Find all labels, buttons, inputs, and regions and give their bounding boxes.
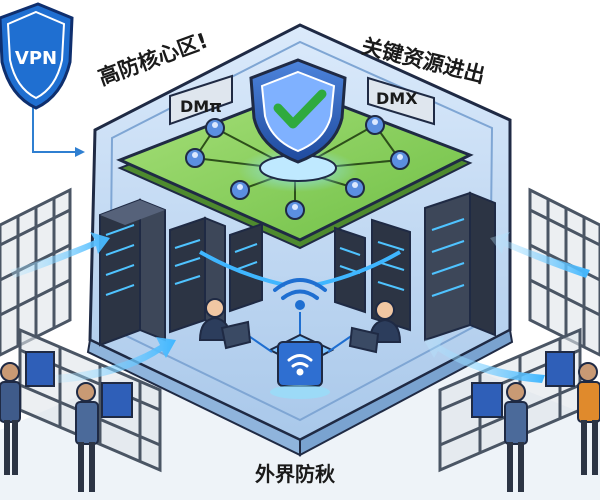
vpn-label: VPN <box>15 48 57 69</box>
external-user-right <box>545 351 600 475</box>
user-icon <box>185 148 205 168</box>
check-icon <box>273 89 327 129</box>
laptop-icon <box>220 320 252 350</box>
user-icon <box>205 118 225 138</box>
dmz-left-label: DMπ <box>180 97 222 116</box>
laptop-icon <box>25 351 55 387</box>
laptop-icon <box>348 326 380 354</box>
user-icon <box>365 115 385 135</box>
laptop-icon <box>545 351 575 387</box>
server-rack-icon <box>334 226 366 314</box>
data-flow-arrows <box>10 232 590 383</box>
dmz-left-box <box>169 74 233 126</box>
external-user-center-left <box>75 382 133 492</box>
wifi-router-tile <box>267 333 335 399</box>
fence-icon <box>0 187 72 357</box>
operator-right <box>348 300 402 354</box>
fence-icon <box>528 187 600 357</box>
operator-left <box>198 298 252 350</box>
security-shield-icon <box>249 58 347 164</box>
server-rack-icon <box>424 191 496 342</box>
external-user-center-right <box>471 382 528 492</box>
network-nodes <box>185 115 410 220</box>
dmz-right-label: DMX <box>376 89 418 108</box>
user-icon <box>230 180 250 200</box>
laptop-icon <box>101 382 133 418</box>
vpn-shield-icon <box>0 2 74 110</box>
dmz-right-box <box>367 76 435 126</box>
user-icon <box>390 150 410 170</box>
wifi-icon <box>287 354 313 376</box>
user-icon <box>285 200 305 220</box>
user-icon <box>345 178 365 198</box>
outer-defense-title: 外界防秋 <box>255 462 335 486</box>
server-rack-icon <box>99 198 166 347</box>
external-user-left <box>0 351 55 475</box>
vpn-connector <box>32 105 75 153</box>
vpn-connector-arrowhead <box>75 147 85 157</box>
laptop-icon <box>471 382 503 418</box>
wifi-icon <box>273 278 327 310</box>
